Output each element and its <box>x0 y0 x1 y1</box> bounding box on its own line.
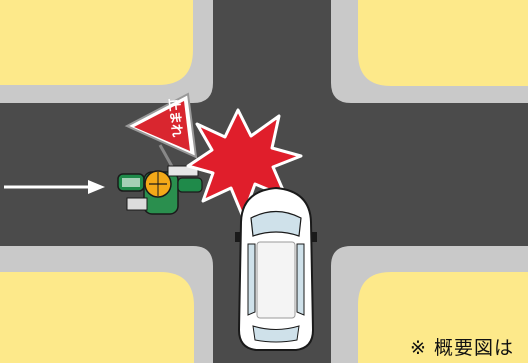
road-corner <box>331 246 351 266</box>
road-corner <box>193 246 213 266</box>
block-bottom-right <box>358 272 528 363</box>
stop-sign-icon: 止まれ <box>124 92 198 171</box>
block-bottom-left <box>0 272 194 363</box>
block-top-left <box>0 0 193 85</box>
arrow-right-icon <box>4 180 105 194</box>
note-text: ※ 概要図は <box>410 337 514 359</box>
car-icon <box>235 186 317 351</box>
road-corner <box>331 83 351 103</box>
road-corner <box>193 83 213 103</box>
stop-sign-label: 止まれ <box>165 97 185 137</box>
cyclist-icon <box>117 165 203 215</box>
block-top-right <box>358 0 528 86</box>
